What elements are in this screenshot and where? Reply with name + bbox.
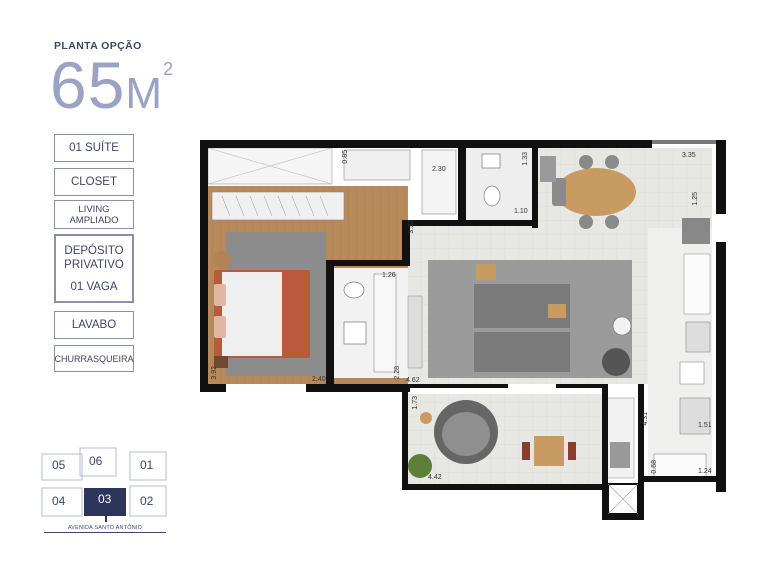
feature-living: LIVING AMPLIADO: [54, 200, 134, 229]
dim-126: 1.26: [382, 272, 396, 279]
bed-sheet: [222, 272, 282, 356]
feature-parking-label: 01 VAGA: [70, 280, 118, 293]
barbecue-grill: [610, 442, 630, 468]
feature-closet: CLOSET: [54, 168, 134, 196]
living-sofa-2: [474, 332, 570, 372]
feature-deposit: DEPÓSITO PRIVATIVO 01 VAGA: [54, 234, 134, 303]
living-plant: [612, 316, 632, 336]
side-table: [476, 264, 496, 280]
dim-133: 1.33: [522, 152, 529, 166]
dim-240: 2.40: [312, 376, 326, 383]
dim-124: 1.24: [698, 468, 712, 475]
bathroom-sink: [343, 281, 365, 299]
bathroom-floor: [332, 268, 408, 378]
dim-332: 3.32: [408, 220, 415, 234]
feature-lavabo-label: LAVABO: [71, 319, 117, 331]
unit-04: 04: [52, 494, 66, 508]
balcony-table: [534, 436, 564, 466]
bathroom-toilet: [343, 321, 367, 345]
dining-bench: [552, 178, 566, 206]
dim-431: 4.31: [642, 412, 649, 426]
dim-173: 1.73: [412, 396, 419, 410]
area-unit: M: [125, 69, 163, 118]
dim-151: 1.51: [698, 422, 712, 429]
dining-table: [556, 168, 636, 216]
dim-085: 0.85: [342, 150, 349, 164]
unit-01: 01: [140, 458, 154, 472]
walls: [200, 140, 726, 520]
washing-machine: [679, 397, 711, 435]
cooktop: [685, 321, 711, 353]
dim-442: 4.42: [428, 474, 442, 481]
dim-462: 4.62: [406, 377, 420, 384]
kitchen-counter: [683, 253, 711, 315]
unit-05: 05: [52, 458, 66, 472]
lavabo-sink: [481, 153, 501, 169]
tv-panel: [407, 295, 423, 369]
dim-392: 3.92: [211, 366, 218, 380]
feature-deposit-line2: PRIVATIVO: [64, 258, 124, 271]
side-cabinet: [540, 156, 556, 182]
floor-plan: [200, 140, 726, 520]
armchair: [602, 348, 630, 376]
unit-06: 06: [89, 454, 103, 468]
unit-02: 02: [140, 494, 154, 508]
dim-335: 3.35: [682, 152, 696, 159]
area-title: 65M2: [50, 52, 174, 118]
feature-closet-label: CLOSET: [70, 176, 117, 188]
dim-110: 1.10: [514, 208, 528, 215]
feature-churrasqueira-label: CHURRASQUEIRA: [54, 353, 134, 364]
laundry-tank: [653, 453, 707, 481]
feature-lavabo: LAVABO: [54, 311, 134, 339]
fridge: [682, 218, 710, 244]
key-plan-selected-unit: [84, 488, 126, 516]
lavabo-toilet: [483, 185, 501, 207]
area-number: 65: [50, 48, 126, 122]
unit-03: 03: [98, 492, 112, 506]
feature-churrasqueira: CHURRASQUEIRA: [54, 345, 134, 372]
street-label: AVENIDA SANTO ANTÔNIO: [67, 525, 143, 531]
key-plan-outline: [41, 447, 167, 522]
plan-kicker: PLANTA OPÇÃO: [54, 40, 142, 52]
key-plan: 05 06 01 04 03 02 AVENIDA SANTO ANTÔNIO: [40, 446, 170, 538]
kitchen-sink: [679, 361, 705, 385]
balcony-plant: [408, 454, 432, 478]
feature-suite: 01 SUÍTE: [54, 134, 134, 162]
dim-125: 1.25: [692, 192, 699, 206]
feature-suite-label: 01 SUÍTE: [69, 142, 119, 154]
dim-068: 0.68: [651, 460, 658, 474]
dim-228: 2.28: [394, 366, 401, 380]
closet-shelf: [421, 149, 457, 215]
area-superscript: 2: [163, 59, 175, 79]
feature-living-line1: LIVING: [78, 203, 110, 215]
shower: [373, 273, 397, 373]
bedside-plant: [213, 251, 231, 269]
closet-side-rack: [343, 149, 411, 181]
feature-deposit-line1: DEPÓSITO: [64, 244, 124, 257]
dim-230: 2.30: [432, 166, 446, 173]
feature-living-line2: AMPLIADO: [69, 214, 119, 226]
